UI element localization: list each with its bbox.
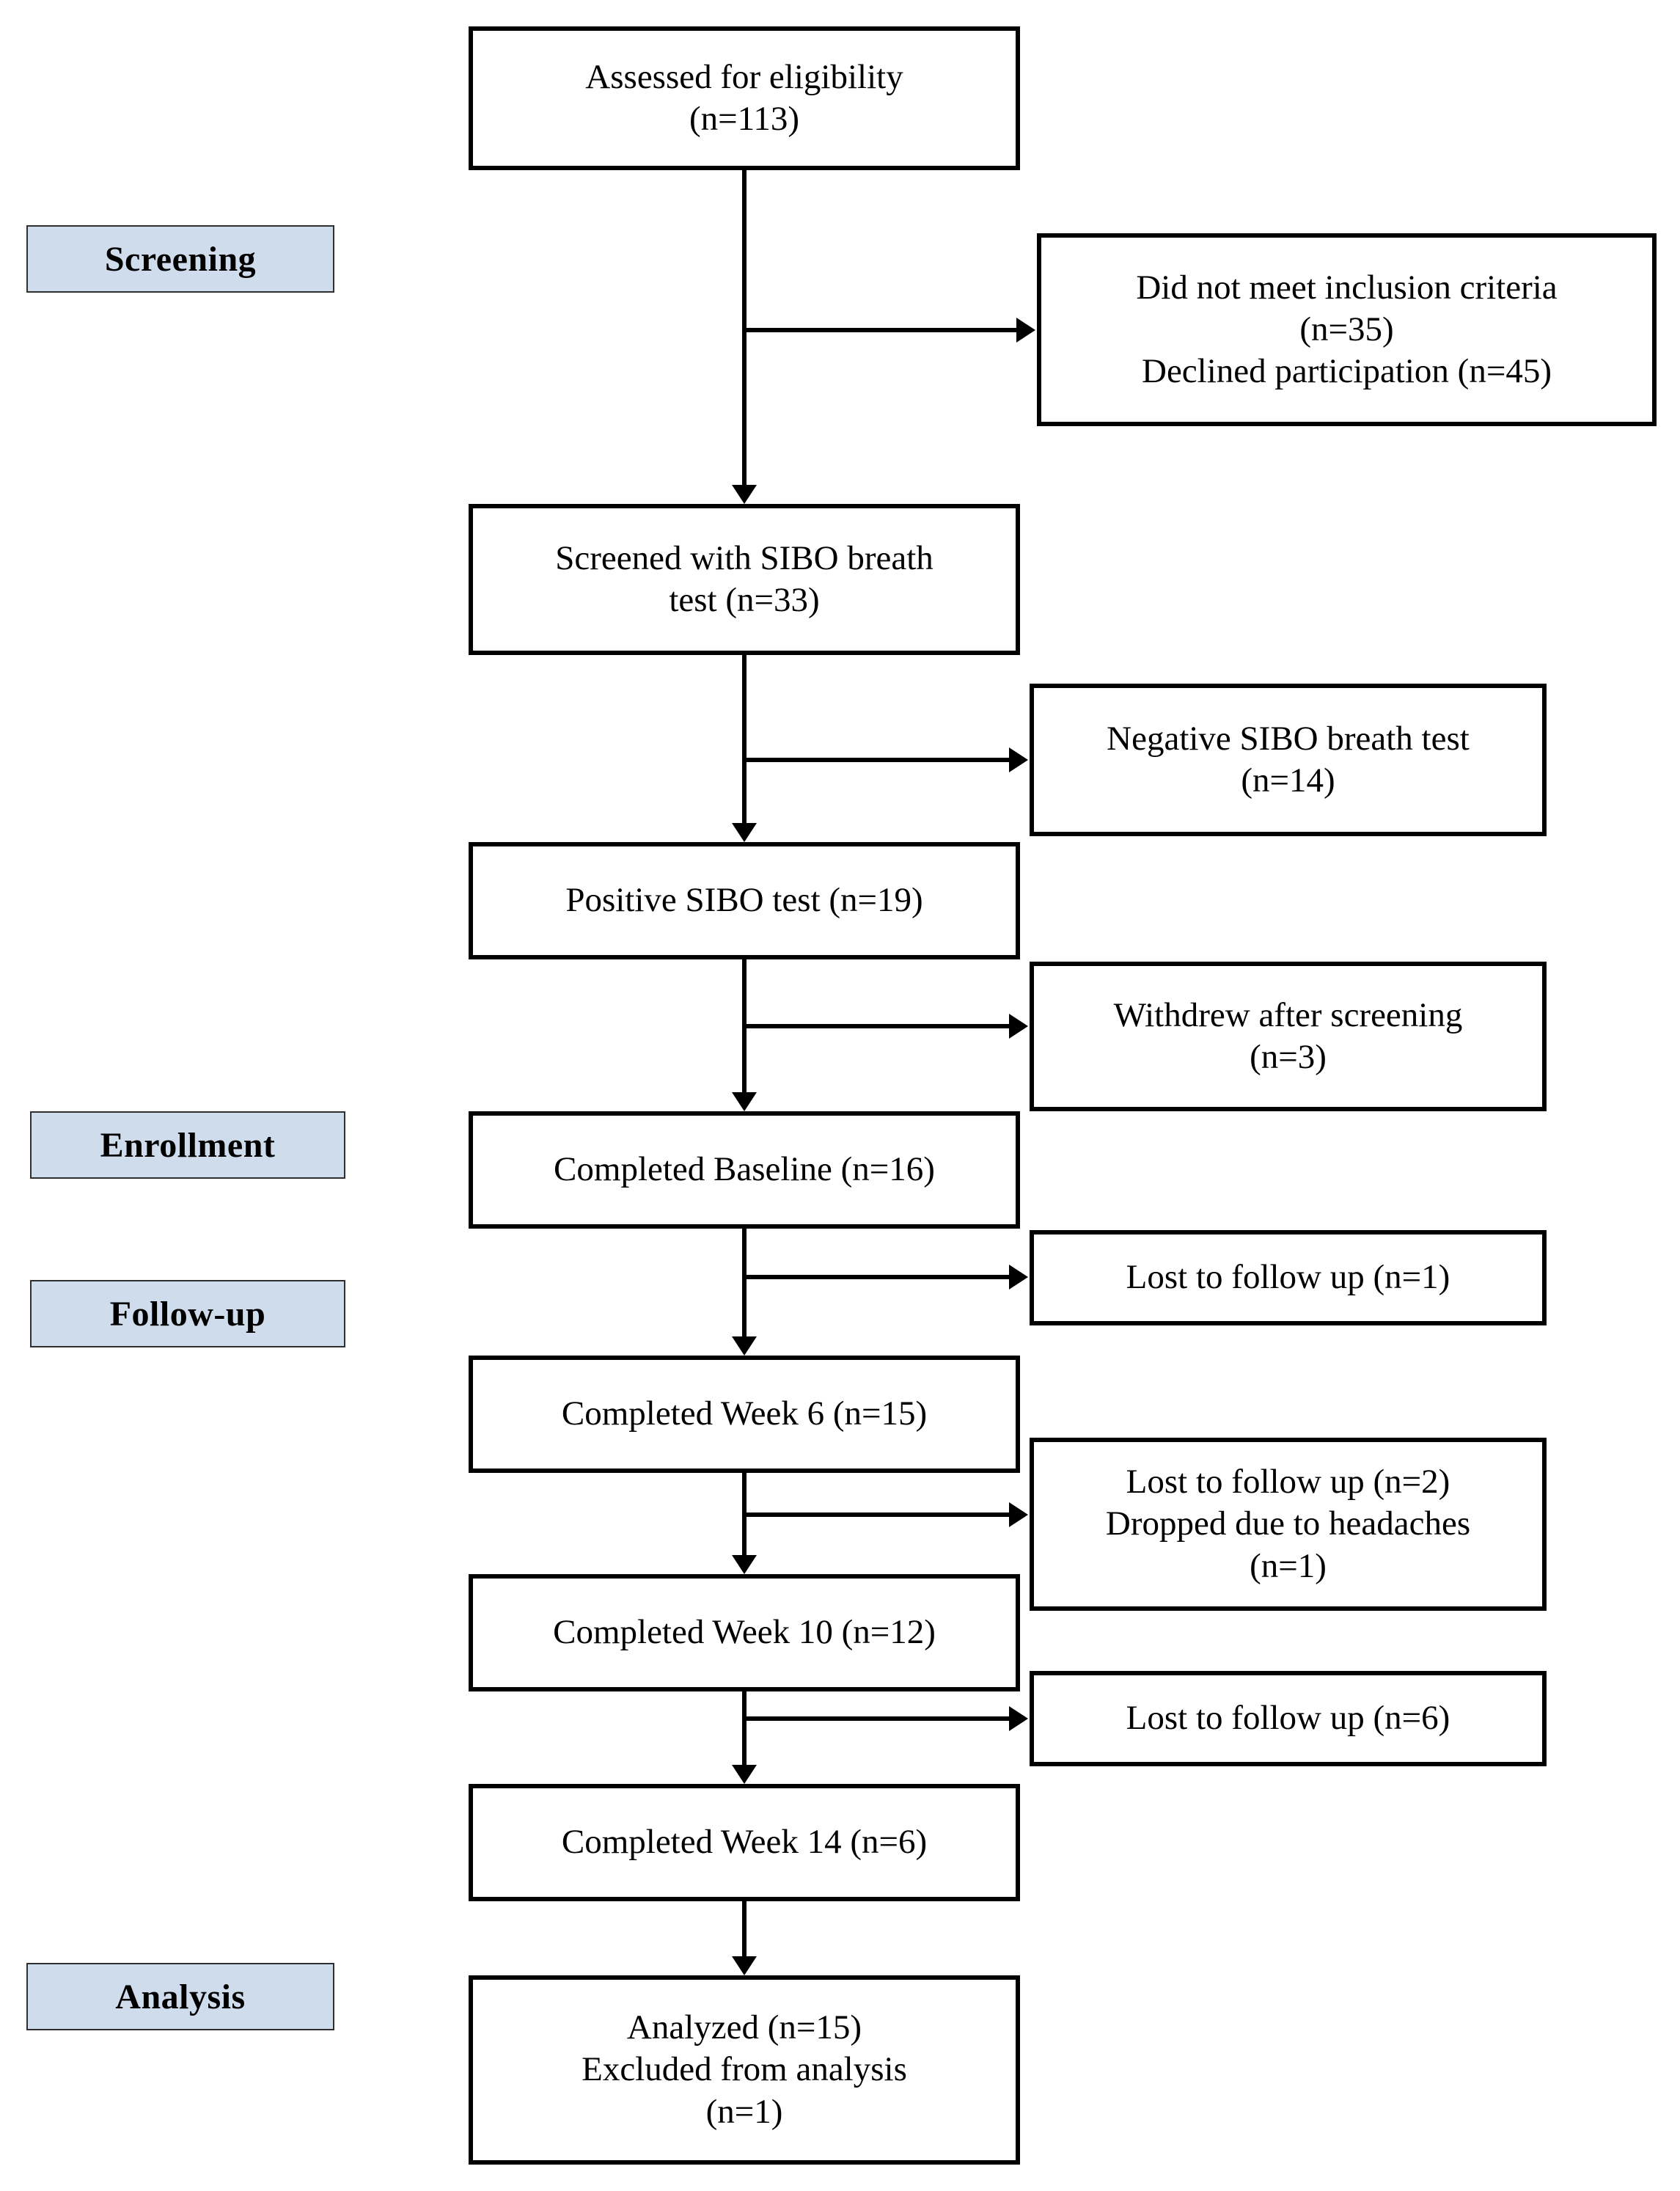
node-lost-to-follow-up-1: Lost to follow up (n=1) — [1030, 1230, 1547, 1325]
node-completed-week-14: Completed Week 14 (n=6) — [469, 1784, 1020, 1901]
stage-label-enrollment: Enrollment — [30, 1111, 345, 1179]
stage-label-analysis: Analysis — [26, 1963, 334, 2030]
node-positive-sibo-test: Positive SIBO test (n=19) — [469, 842, 1020, 959]
connector-week14-to-analyzed — [742, 1901, 747, 1956]
arrowhead-down-baseline — [732, 1092, 757, 1111]
arrowhead-down-week14 — [732, 1765, 757, 1784]
arrowhead-down-week10 — [732, 1555, 757, 1574]
stage-label-screening: Screening — [26, 225, 334, 293]
node-completed-baseline: Completed Baseline (n=16) — [469, 1111, 1020, 1229]
node-analyzed: Analyzed (n=15) Excluded from analysis (… — [469, 1975, 1020, 2165]
arrowhead-right-negative-sibo — [1009, 747, 1028, 772]
stage-label-follow-up: Follow-up — [30, 1280, 345, 1347]
branch-to-lost-2-headaches — [742, 1513, 1009, 1517]
branch-to-lost-1 — [742, 1275, 1009, 1279]
node-completed-week-10: Completed Week 10 (n=12) — [469, 1574, 1020, 1691]
node-screened-with-sibo-breath-test: Screened with SIBO breath test (n=33) — [469, 504, 1020, 655]
branch-to-negative-sibo — [742, 758, 1009, 762]
connector-assessed-to-screened — [742, 170, 747, 485]
arrowhead-down-positive — [732, 823, 757, 842]
node-assessed-for-eligibility: Assessed for eligibility (n=113) — [469, 26, 1020, 170]
arrowhead-down-analyzed — [732, 1956, 757, 1975]
node-negative-sibo-breath-test: Negative SIBO breath test (n=14) — [1030, 684, 1547, 836]
arrowhead-right-withdrew — [1009, 1014, 1028, 1039]
arrowhead-right-lost-1 — [1009, 1265, 1028, 1290]
node-lost-to-follow-up-2-dropped-headaches: Lost to follow up (n=2) Dropped due to h… — [1030, 1438, 1547, 1611]
connector-baseline-to-week6 — [742, 1229, 747, 1336]
connector-week10-to-week14 — [742, 1691, 747, 1765]
connector-screened-to-positive — [742, 655, 747, 823]
arrowhead-right-not-eligible — [1016, 318, 1035, 343]
node-withdrew-after-screening: Withdrew after screening (n=3) — [1030, 962, 1547, 1111]
branch-to-lost-6 — [742, 1716, 1009, 1721]
arrowhead-right-lost-6 — [1009, 1706, 1028, 1731]
node-lost-to-follow-up-6: Lost to follow up (n=6) — [1030, 1671, 1547, 1766]
branch-to-withdrew — [742, 1024, 1009, 1028]
arrowhead-down-week6 — [732, 1336, 757, 1356]
arrowhead-down-screened — [732, 485, 757, 504]
arrowhead-right-lost-2-headaches — [1009, 1502, 1028, 1527]
branch-to-not-eligible — [742, 328, 1016, 332]
node-did-not-meet-inclusion-criteria: Did not meet inclusion criteria (n=35) D… — [1037, 233, 1657, 426]
node-completed-week-6: Completed Week 6 (n=15) — [469, 1356, 1020, 1473]
